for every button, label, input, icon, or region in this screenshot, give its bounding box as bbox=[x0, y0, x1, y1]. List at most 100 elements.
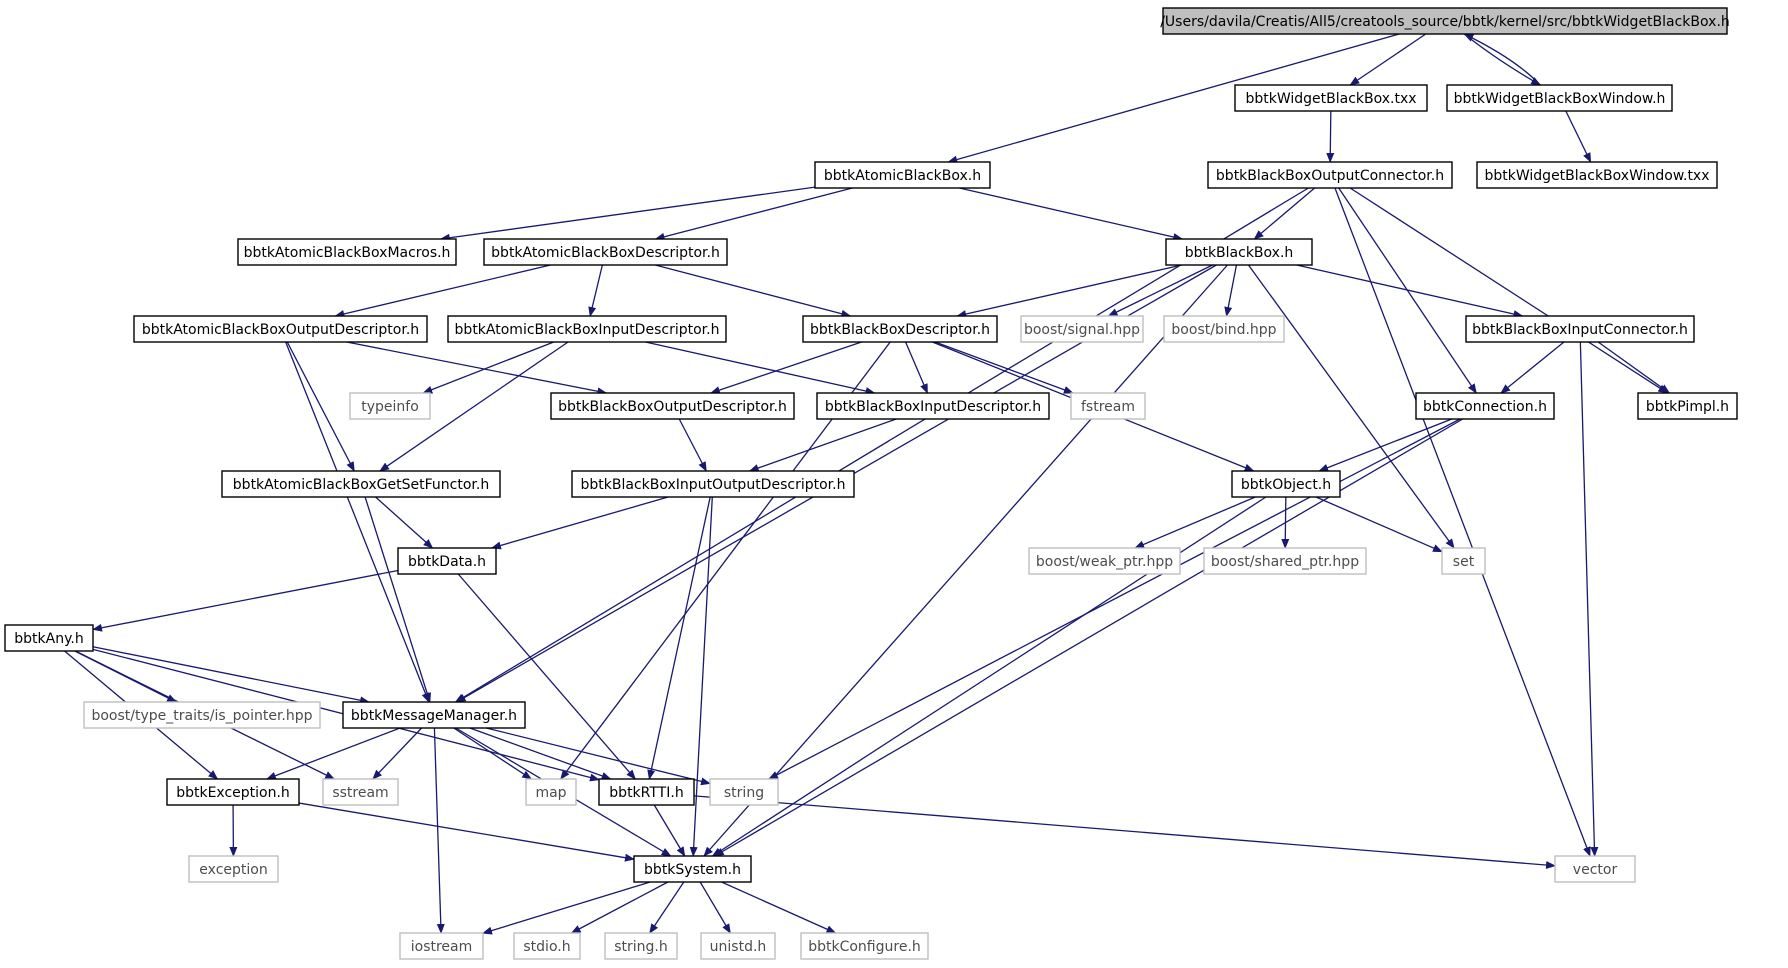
edge-data-to-any bbox=[92, 569, 399, 632]
node-abbod[interactable]: bbtkAtomicBlackBoxOutputDescriptor.h bbox=[133, 315, 428, 343]
node-obj[interactable]: bbtkObject.h bbox=[1231, 470, 1341, 498]
node-box bbox=[4, 624, 94, 652]
edge-bb-to-bbic bbox=[1296, 264, 1524, 318]
node-box bbox=[1415, 392, 1555, 420]
node-abbid[interactable]: bbtkAtomicBlackBoxInputDescriptor.h bbox=[447, 315, 727, 343]
node-box bbox=[83, 701, 321, 729]
edge-bbiod-to-data bbox=[490, 496, 669, 550]
node-any[interactable]: bbtkAny.h bbox=[4, 624, 94, 652]
node-bbd[interactable]: bbtkBlackBoxDescriptor.h bbox=[802, 315, 998, 343]
edge-root-to-abb bbox=[947, 33, 1400, 164]
node-rtti[interactable]: bbtkRTTI.h bbox=[598, 778, 695, 806]
node-box bbox=[800, 932, 929, 960]
node-box bbox=[1162, 7, 1728, 35]
edge-abbgsf-to-msg bbox=[364, 496, 431, 703]
node-data[interactable]: bbtkData.h bbox=[397, 547, 497, 575]
edge-msg-to-rtti bbox=[469, 727, 612, 780]
edge-sys-to-iostream bbox=[482, 881, 651, 935]
node-label: boost/bind.hpp bbox=[1171, 322, 1276, 338]
edge-obj-to-set bbox=[1315, 496, 1443, 553]
node-box bbox=[1554, 855, 1636, 883]
node-box bbox=[322, 778, 399, 806]
node-box bbox=[237, 238, 457, 266]
node-shared: boost/shared_ptr.hpp bbox=[1203, 547, 1367, 575]
node-abbmac[interactable]: bbtkAtomicBlackBoxMacros.h bbox=[237, 238, 457, 266]
node-wbbwin[interactable]: bbtkWidgetBlackBoxWindow.h bbox=[1446, 84, 1673, 112]
node-label: bbtkException.h bbox=[176, 785, 290, 801]
node-bbod[interactable]: bbtkBlackBoxOutputDescriptor.h bbox=[550, 392, 795, 420]
edge-bboc-to-msg bbox=[454, 187, 1309, 703]
node-box bbox=[571, 470, 855, 498]
node-box bbox=[598, 778, 695, 806]
node-label: bbtkWidgetBlackBox.txx bbox=[1245, 91, 1416, 107]
node-bboc[interactable]: bbtkBlackBoxOutputConnector.h bbox=[1207, 161, 1453, 189]
node-root[interactable]: /Users/davila/Creatis/All5/creatools_sou… bbox=[1160, 7, 1730, 35]
node-label: bbtkPimpl.h bbox=[1646, 399, 1729, 415]
node-wbbtxx[interactable]: bbtkWidgetBlackBox.txx bbox=[1234, 84, 1428, 112]
node-box bbox=[604, 932, 678, 960]
node-box bbox=[633, 855, 752, 883]
node-box bbox=[397, 547, 497, 575]
node-bbic[interactable]: bbtkBlackBoxInputConnector.h bbox=[1465, 315, 1695, 343]
node-label: string.h bbox=[614, 939, 668, 955]
edge-root-to-wbbtxx bbox=[1349, 33, 1427, 86]
node-box bbox=[188, 855, 279, 883]
edge-exc-to-sys bbox=[298, 802, 635, 862]
node-pimpl[interactable]: bbtkPimpl.h bbox=[1637, 392, 1738, 420]
node-bb[interactable]: bbtkBlackBox.h bbox=[1165, 238, 1313, 266]
node-box bbox=[513, 932, 581, 960]
edge-msg-to-string bbox=[486, 727, 711, 786]
node-box bbox=[342, 701, 526, 729]
edge-abb-to-bb bbox=[959, 187, 1184, 241]
node-label: sstream bbox=[332, 785, 388, 801]
node-label: bbtkAtomicBlackBoxGetSetFunctor.h bbox=[233, 477, 489, 493]
edge-bbd-to-fstream bbox=[934, 341, 1074, 394]
edge-abbod-to-abbgsf bbox=[286, 341, 355, 472]
edge-bbic-to-vector bbox=[1579, 341, 1599, 857]
node-sstream: sstream bbox=[322, 778, 399, 806]
node-box bbox=[1231, 470, 1341, 498]
node-abbd[interactable]: bbtkAtomicBlackBoxDescriptor.h bbox=[483, 238, 728, 266]
node-map: map bbox=[525, 778, 577, 806]
node-box bbox=[1203, 547, 1367, 575]
edge-wbbtxx-to-bboc bbox=[1326, 110, 1335, 163]
node-weak: boost/weak_ptr.hpp bbox=[1028, 547, 1181, 575]
edge-bbic-to-pimpl bbox=[1597, 341, 1671, 394]
node-stringh: string.h bbox=[604, 932, 678, 960]
edge-msg-to-exc bbox=[266, 727, 401, 780]
node-label: bbtkAtomicBlackBox.h bbox=[824, 168, 981, 184]
node-bbid[interactable]: bbtkBlackBoxInputDescriptor.h bbox=[816, 392, 1050, 420]
edge-bboc-to-pimpl bbox=[1349, 187, 1669, 394]
edge-abbd-to-abbid bbox=[588, 264, 604, 317]
node-config: bbtkConfigure.h bbox=[800, 932, 929, 960]
node-exc[interactable]: bbtkException.h bbox=[166, 778, 300, 806]
node-typeinfo: typeinfo bbox=[349, 392, 431, 420]
node-abbgsf[interactable]: bbtkAtomicBlackBoxGetSetFunctor.h bbox=[221, 470, 501, 498]
node-label: unistd.h bbox=[710, 939, 767, 955]
edge-bb-to-set bbox=[1247, 264, 1455, 549]
node-conn[interactable]: bbtkConnection.h bbox=[1415, 392, 1555, 420]
node-label: bbtkConfigure.h bbox=[808, 939, 921, 955]
edge-bbod-to-bbiod bbox=[678, 418, 707, 472]
node-box bbox=[1165, 238, 1313, 266]
node-label: iostream bbox=[411, 939, 473, 955]
node-box bbox=[1163, 315, 1285, 343]
node-sys[interactable]: bbtkSystem.h bbox=[633, 855, 752, 883]
node-label: bbtkAtomicBlackBoxMacros.h bbox=[244, 245, 451, 261]
node-box bbox=[709, 778, 779, 806]
node-abb[interactable]: bbtkAtomicBlackBox.h bbox=[814, 161, 991, 189]
node-box bbox=[399, 932, 484, 960]
node-signal: boost/signal.hpp bbox=[1020, 315, 1144, 343]
node-msg[interactable]: bbtkMessageManager.h bbox=[342, 701, 526, 729]
edge-obj-to-sys bbox=[711, 496, 1267, 857]
node-wbbwintxx[interactable]: bbtkWidgetBlackBoxWindow.txx bbox=[1476, 161, 1718, 189]
node-label: bbtkAtomicBlackBoxInputDescriptor.h bbox=[455, 322, 720, 338]
node-bbiod[interactable]: bbtkBlackBoxInputOutputDescriptor.h bbox=[571, 470, 855, 498]
node-box bbox=[802, 315, 998, 343]
node-bind: boost/bind.hpp bbox=[1163, 315, 1285, 343]
edge-abb-to-abbd bbox=[654, 187, 853, 241]
edge-data-to-rtti bbox=[457, 573, 636, 780]
node-label: bbtkBlackBoxDescriptor.h bbox=[810, 322, 990, 338]
edge-bb-to-bind bbox=[1224, 264, 1238, 317]
